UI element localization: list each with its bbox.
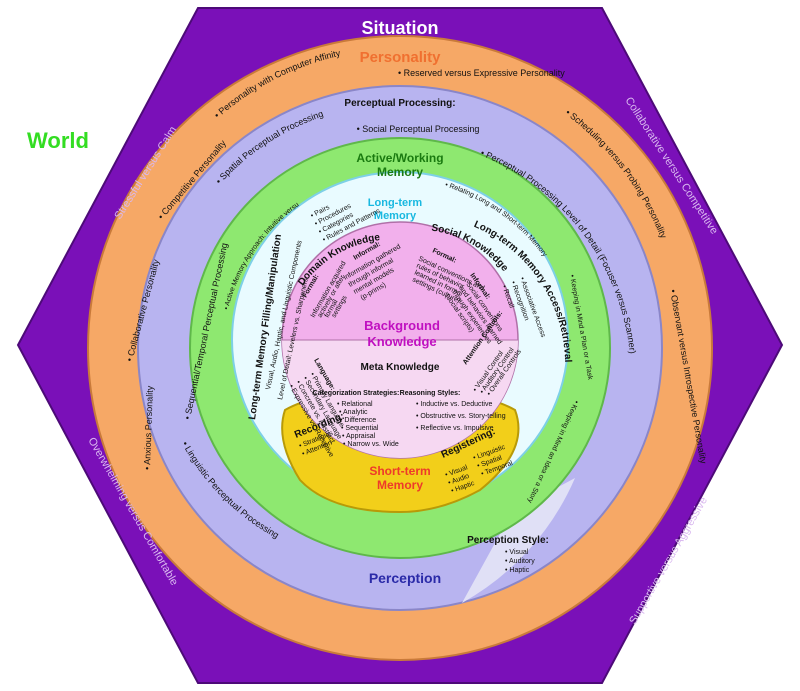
- perception-style-auditory: • Auditory: [505, 558, 535, 565]
- meta-categorization-item-0: • Relational: [337, 401, 373, 408]
- world-label: World: [27, 128, 89, 153]
- perception-style-visual: • Visual: [505, 549, 529, 556]
- background-knowledge-title-2: Knowledge: [367, 334, 436, 349]
- perception-style-wedge: [462, 478, 575, 603]
- working-memory-title-1: Active/Working: [356, 151, 443, 165]
- perceptual-processing-title: Perceptual Processing:: [344, 98, 455, 109]
- meta-knowledge-half: [282, 340, 518, 458]
- meta-knowledge-title: Meta Knowledge: [361, 362, 440, 373]
- meta-reasoning-item-1: • Obstructive vs. Story-telling: [416, 413, 506, 420]
- working-memory-title-2: Memory: [377, 165, 423, 179]
- meta-categorization-item-4: • Appraisal: [342, 433, 376, 440]
- meta-categorization-title: Categorization Strategies:: [313, 390, 400, 397]
- meta-reasoning-item-2: • Reflective vs. Impulsive: [416, 425, 494, 432]
- ltm-title-1: Long-term: [368, 197, 423, 209]
- ltm-title-2: Memory: [374, 210, 417, 222]
- meta-reasoning-item-0: • Inductive vs. Deductive: [416, 401, 492, 408]
- perception-item-social: • Social Perceptual Processing: [357, 124, 480, 134]
- situation-title: Situation: [362, 18, 439, 38]
- personality-item-reserved: • Reserved versus Expressive Personality: [398, 68, 565, 78]
- short-term-memory-title-2: Memory: [377, 478, 423, 492]
- meta-categorization-item-3: • Sequential: [341, 425, 379, 432]
- meta-categorization-item-2: • Difference: [340, 417, 376, 424]
- perception-style-haptic: • Haptic: [505, 567, 530, 574]
- personality-item-anxious: • Anxious Personality: [142, 385, 155, 470]
- perception-title: Perception: [369, 570, 441, 586]
- personality-title: Personality: [360, 49, 442, 66]
- meta-categorization-item-1: • Analytic: [339, 409, 368, 416]
- perception-style-title: Perception Style:: [467, 535, 549, 546]
- meta-categorization-item-5: • Narrow vs. Wide: [343, 441, 399, 448]
- short-term-memory-title-1: Short-term: [369, 464, 430, 478]
- meta-reasoning-title: Reasoning Styles:: [400, 390, 461, 397]
- background-knowledge-title-1: Background: [364, 318, 440, 333]
